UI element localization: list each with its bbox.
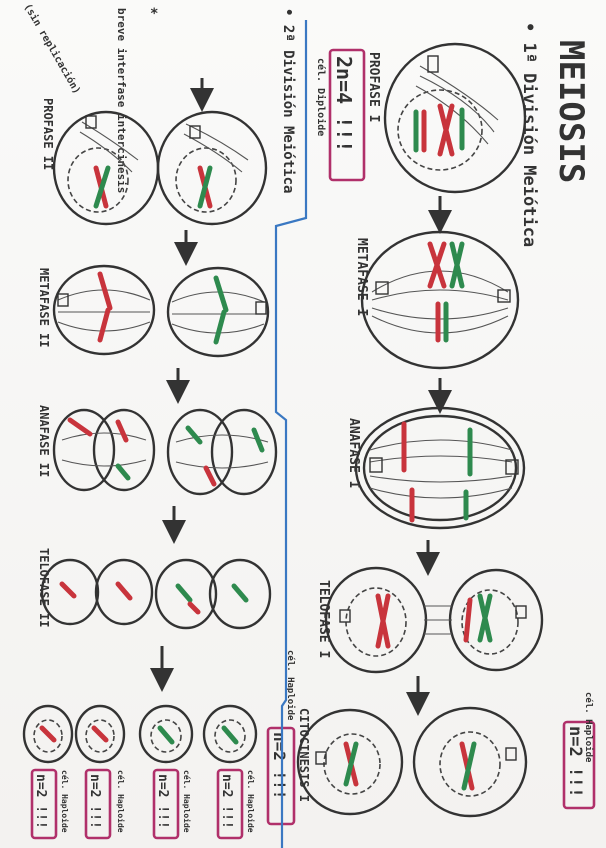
division-1-heading: • 1ª División Meiótica bbox=[519, 22, 539, 247]
cell-telofase-2a bbox=[40, 558, 154, 626]
svg-text:n=2 !!!: n=2 !!! bbox=[565, 726, 585, 798]
cell-telofase-1 bbox=[324, 566, 544, 674]
cell-type-haploid-1: cél. Haploide bbox=[583, 692, 594, 763]
stage-label-metafase-1: METAFASE I bbox=[354, 238, 369, 316]
asterisk-note: * bbox=[150, 6, 158, 22]
cell-final-4 bbox=[202, 704, 258, 764]
stage-label-telofase-1: TELOFASE I bbox=[316, 580, 331, 658]
division-2-heading: • 2ª División Meiótica bbox=[280, 8, 296, 193]
interphase-note: breve interfase intercinesis bbox=[115, 8, 128, 193]
cell-metafase-1 bbox=[360, 230, 520, 370]
svg-text:2n=4 !!!: 2n=4 !!! bbox=[332, 56, 356, 152]
ploidy-box-haploid-3: n=2 !!! bbox=[216, 768, 244, 840]
svg-text:n=2 !!!: n=2 !!! bbox=[219, 774, 234, 829]
ploidy-box-haploid-5: n=2 !!! bbox=[84, 768, 112, 840]
ploidy-box-haploid-6: n=2 !!! bbox=[30, 768, 58, 840]
cell-citocinesis-1b bbox=[412, 706, 528, 818]
cell-type-haploid-5: cél. Haploide bbox=[116, 770, 126, 833]
cell-anafase-1 bbox=[354, 406, 526, 530]
division-divider bbox=[274, 20, 308, 848]
cell-anafase-2a bbox=[52, 408, 156, 492]
stage-label-profase-2: PROFASE II bbox=[41, 98, 55, 170]
stage-label-telofase-2: TELOFASE II bbox=[37, 548, 51, 627]
cell-final-3 bbox=[138, 704, 194, 764]
ploidy-box-diploid: 2n=4 !!! bbox=[328, 48, 366, 182]
ploidy-box-haploid-4: n=2 !!! bbox=[152, 768, 180, 840]
cell-profase-2b bbox=[156, 110, 268, 226]
stage-label-metafase-2: METAFASE II bbox=[37, 268, 51, 347]
cell-anafase-2b bbox=[166, 408, 278, 496]
cell-type-haploid-4: cél. Haploide bbox=[182, 770, 192, 833]
cell-type-haploid-2: cél. Haploide bbox=[285, 650, 296, 721]
svg-text:n=2 !!!: n=2 !!! bbox=[33, 774, 48, 829]
ploidy-box-haploid-1: n=2 !!! bbox=[562, 720, 596, 810]
cell-metafase-2a bbox=[52, 264, 156, 356]
svg-text:n=2 !!!: n=2 !!! bbox=[155, 774, 170, 829]
cell-citocinesis-1a bbox=[296, 708, 404, 816]
cell-profase-1 bbox=[383, 42, 527, 194]
cell-profase-2a bbox=[52, 110, 160, 226]
cell-final-1 bbox=[22, 704, 74, 764]
cell-type-haploid-3: cél. Haploide bbox=[246, 770, 256, 833]
cell-type-haploid-6: cél. Haploide bbox=[60, 770, 70, 833]
svg-text:n=2 !!!: n=2 !!! bbox=[87, 774, 102, 829]
cell-final-2 bbox=[74, 704, 126, 764]
stage-label-anafase-2: ANAFASE II bbox=[37, 405, 51, 477]
svg-text:n=2 !!!: n=2 !!! bbox=[270, 732, 289, 799]
side-note: (sin replicación) bbox=[21, 2, 83, 97]
cell-telofase-2b bbox=[154, 558, 272, 630]
stage-label-profase-1: PROFASE I bbox=[366, 52, 381, 122]
cell-metafase-2b bbox=[166, 266, 270, 358]
cell-type-diploid: cél. Diploide bbox=[315, 58, 327, 136]
page-title: MEIOSIS bbox=[551, 40, 591, 183]
